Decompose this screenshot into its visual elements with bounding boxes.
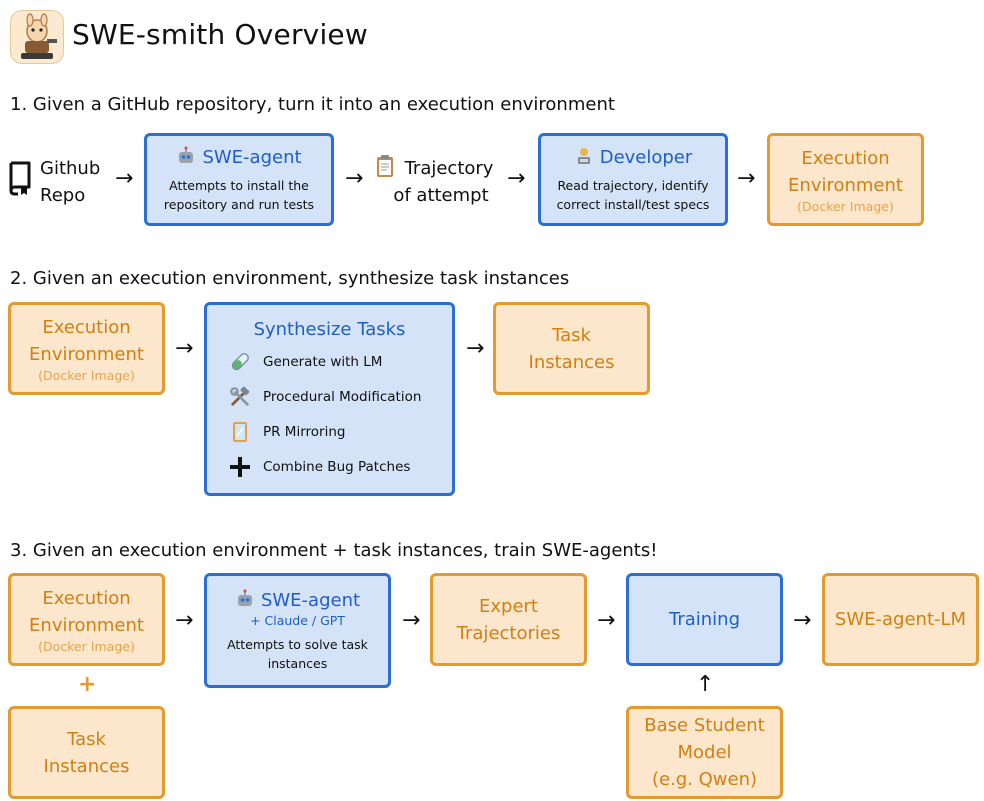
synth-item-combine: Combine Bug Patches	[229, 449, 421, 484]
repo-label: Github Repo	[40, 158, 101, 206]
exec-env-box-1: Execution Environment (Docker Image)	[767, 133, 924, 226]
developer-icon	[574, 146, 594, 170]
arrow-8: →	[402, 608, 421, 633]
arrow-7: →	[175, 608, 194, 633]
arrow-5: →	[175, 336, 194, 361]
section-2-heading: 2. Given an execution environment, synth…	[10, 268, 570, 289]
synth-item-generate: Generate with LM	[229, 344, 421, 379]
sweagent-solve-desc: Attempts to solve task instances	[227, 636, 368, 671]
sweagent-solve-box: SWE-agent + Claude / GPT Attempts to sol…	[204, 573, 391, 688]
exec-env-box-2: Execution Environment (Docker Image)	[8, 302, 165, 395]
swe-agent-lm-box: SWE-agent-LM	[822, 573, 979, 666]
page-title: SWE-smith Overview	[72, 18, 368, 51]
synth-item-procedural: Procedural Modification	[229, 379, 421, 414]
clipboard-icon	[375, 154, 395, 182]
synthesize-tasks-box: Synthesize Tasks Generate with LM	[204, 302, 455, 496]
arrow-up: ↑	[696, 672, 715, 697]
developer-desc: Read trajectory, identify correct instal…	[556, 177, 710, 212]
section-3-heading: 3. Given an execution environment + task…	[10, 540, 658, 561]
hammer-wrench-icon	[229, 385, 251, 408]
arrow-2: →	[345, 166, 364, 191]
arrow-9: →	[597, 608, 616, 633]
section-1-heading: 1. Given a GitHub repository, turn it in…	[10, 94, 615, 115]
task-instances-box-2: Task Instances	[8, 706, 165, 799]
base-student-model-box: Base Student Model (e.g. Qwen)	[626, 706, 783, 799]
expert-trajectories-box: Expert Trajectories	[430, 573, 587, 666]
book-icon	[6, 160, 34, 200]
exec-env-box-3: Execution Environment (Docker Image)	[8, 573, 165, 666]
synth-item-pr-mirroring: PR Mirroring	[229, 414, 421, 449]
sweagent-install-box: SWE-agent Attempts to install the reposi…	[144, 133, 334, 226]
plus-icon	[229, 456, 251, 478]
arrow-1: →	[115, 166, 134, 191]
plus-sign: +	[78, 672, 97, 697]
sweagent-models: + Claude / GPT	[250, 612, 345, 628]
trajectory-label: Trajectory of attempt	[393, 158, 494, 206]
arrow-10: →	[793, 608, 812, 633]
training-box: Training	[626, 573, 783, 666]
developer-box: Developer Read trajectory, identify corr…	[538, 133, 728, 226]
arrow-3: →	[507, 166, 526, 191]
robot-icon	[235, 589, 255, 613]
arrow-6: →	[466, 336, 485, 361]
swe-smith-logo	[10, 10, 64, 64]
sweagent-install-desc: Attempts to install the repository and r…	[163, 177, 315, 212]
task-instances-box-1: Task Instances	[493, 302, 650, 395]
arrow-4: →	[737, 166, 756, 191]
mirror-icon	[229, 421, 251, 443]
robot-icon	[176, 146, 196, 170]
test-tube-icon	[229, 351, 251, 373]
